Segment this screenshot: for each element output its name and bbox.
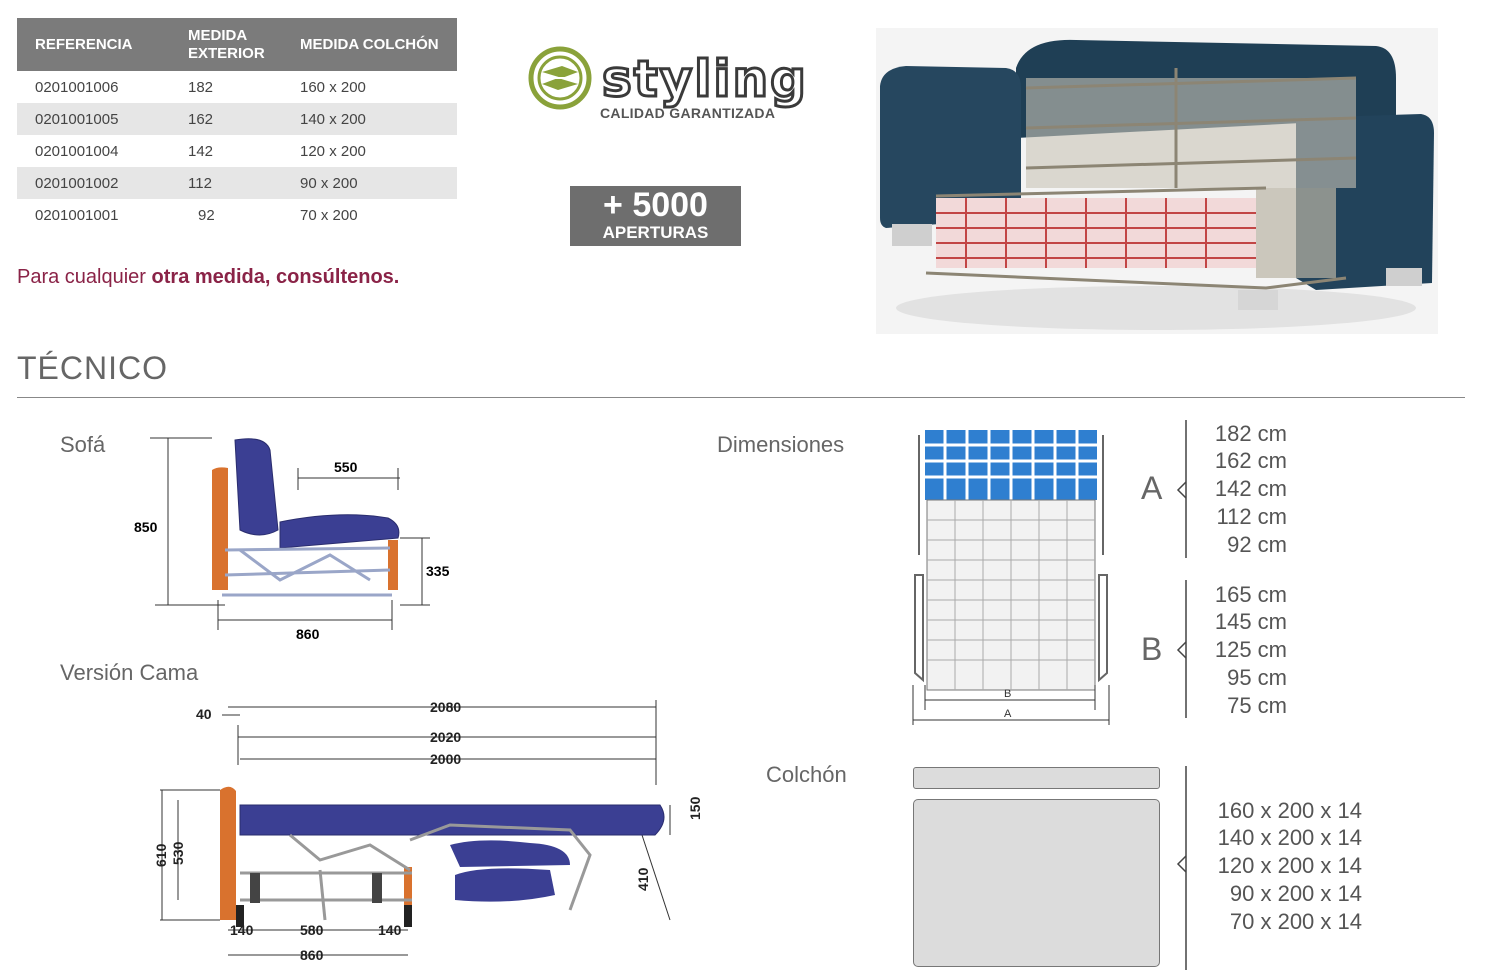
cell-ext: 182	[188, 78, 214, 96]
bed-dim-140-left: 140	[230, 922, 254, 938]
colchon-label: Colchón	[766, 762, 847, 787]
mattress-size-value: 70 x 200 x 14	[1229, 909, 1362, 934]
cell-ref: 0201001004	[35, 142, 119, 160]
dim-a-letter: A	[1141, 470, 1163, 506]
mattress-size-value: 140 x 200 x 14	[1217, 825, 1362, 850]
dim-a-value: 112 cm	[1216, 504, 1287, 529]
note-prefix: Para cualquier	[17, 266, 152, 288]
header-medida-exterior: MEDIDA EXTERIOR	[170, 18, 282, 71]
bed-dim-2080: 2080	[430, 699, 461, 715]
bed-dim-150: 150	[687, 796, 703, 820]
cell-mat: 140 x 200	[282, 103, 457, 135]
mattress-top-view	[913, 799, 1160, 967]
cell-ref: 0201001006	[35, 78, 119, 96]
header-medida-colchon: MEDIDA COLCHÓN	[282, 18, 457, 71]
dim-b-value: 145 cm	[1214, 609, 1287, 634]
sofa-depth-value: 550	[334, 459, 358, 475]
brand-tagline: CALIDAD GARANTIZADA	[600, 105, 776, 121]
brace-lines	[1176, 420, 1187, 970]
table-header-row: REFERENCIA MEDIDA EXTERIOR MEDIDA COLCHÓ…	[17, 18, 457, 71]
dim-a-value: 182 cm	[1214, 421, 1287, 446]
cell-mat: 90 x 200	[282, 167, 457, 199]
styling-logo-icon	[528, 46, 592, 110]
mattress-side-view	[913, 767, 1160, 789]
header-referencia: REFERENCIA	[17, 18, 170, 71]
cell-ext: 142	[188, 142, 214, 160]
mattress-size-value: 90 x 200 x 14	[1229, 881, 1362, 906]
badge-count: + 5000	[603, 186, 708, 224]
sofa-width-value: 860	[296, 626, 320, 642]
cell-ext: 92	[198, 206, 215, 224]
table-row: 0201001002 112 90 x 200	[17, 167, 457, 199]
bed-dim-610: 610	[153, 843, 169, 867]
cell-mat: 160 x 200	[300, 78, 366, 96]
dim-b-value: 165 cm	[1214, 582, 1287, 607]
reference-table: REFERENCIA MEDIDA EXTERIOR MEDIDA COLCHÓ…	[17, 18, 457, 231]
cell-ext: 112	[170, 167, 282, 199]
bed-dim-410: 410	[635, 867, 651, 891]
dim-b-value: 125 cm	[1214, 637, 1287, 662]
cell-ref: 0201001002	[17, 167, 170, 199]
table-row: 0201001006 182 160 x 200	[17, 71, 457, 103]
bed-dim-140-right: 140	[378, 922, 402, 938]
bed-top-view-diagram: B A	[912, 430, 1110, 725]
bed-dim-580: 580	[300, 922, 324, 938]
cell-ext: 162	[170, 103, 282, 135]
bed-dim-2020: 2020	[430, 729, 461, 745]
custom-size-note: Para cualquier otra medida, consúltenos.	[17, 266, 399, 289]
dimensiones-label: Dimensiones	[717, 432, 845, 457]
drawing-a-label: A	[1004, 708, 1012, 720]
cell-mat: 120 x 200	[300, 142, 366, 160]
section-divider	[17, 397, 1465, 398]
mattress-size-value: 120 x 200 x 14	[1217, 853, 1362, 878]
drawing-b-label: B	[1004, 688, 1011, 700]
dim-a-value: 162 cm	[1214, 448, 1287, 473]
cama-label: Versión Cama	[60, 660, 199, 685]
table-row: 0201001001 92 70 x 200	[17, 199, 457, 231]
dim-b-value: 95 cm	[1227, 665, 1287, 690]
dim-b-value: 75 cm	[1227, 693, 1287, 718]
openings-badge: + 5000 APERTURAS	[570, 186, 741, 246]
dim-a-value: 142 cm	[1214, 476, 1287, 501]
note-bold: otra medida, consúltenos.	[151, 266, 400, 288]
cell-ref: 0201001001	[35, 206, 119, 224]
sofa-label: Sofá	[60, 432, 106, 457]
sofa-diagram: 850 550 335 860	[134, 437, 450, 642]
header-medida-exterior-label: MEDIDA EXTERIOR	[188, 26, 265, 62]
bed-dim-530: 530	[170, 841, 186, 865]
section-title: TÉCNICO	[17, 350, 168, 386]
dim-a-value: 92 cm	[1227, 532, 1287, 557]
sofa-bed-photo	[876, 28, 1438, 334]
table-row: 0201001005 162 140 x 200	[17, 103, 457, 135]
bed-dim-2000: 2000	[430, 751, 461, 767]
bed-dim-40: 40	[196, 706, 212, 722]
brand-name: styling	[601, 49, 808, 110]
sofa-seat-height-value: 335	[426, 563, 450, 579]
badge-label: APERTURAS	[602, 223, 709, 242]
bed-diagram: 40 2080 2020 2000 150 610 530 410 140 58…	[153, 699, 703, 963]
mattress-size-value: 160 x 200 x 14	[1217, 798, 1362, 823]
table-row: 0201001004 142 120 x 200	[17, 135, 457, 167]
sofa-height-value: 850	[134, 519, 158, 535]
cell-ref: 0201001005	[17, 103, 170, 135]
bed-dim-860: 860	[300, 947, 324, 963]
cell-mat: 70 x 200	[300, 206, 358, 224]
dim-b-letter: B	[1141, 631, 1163, 667]
